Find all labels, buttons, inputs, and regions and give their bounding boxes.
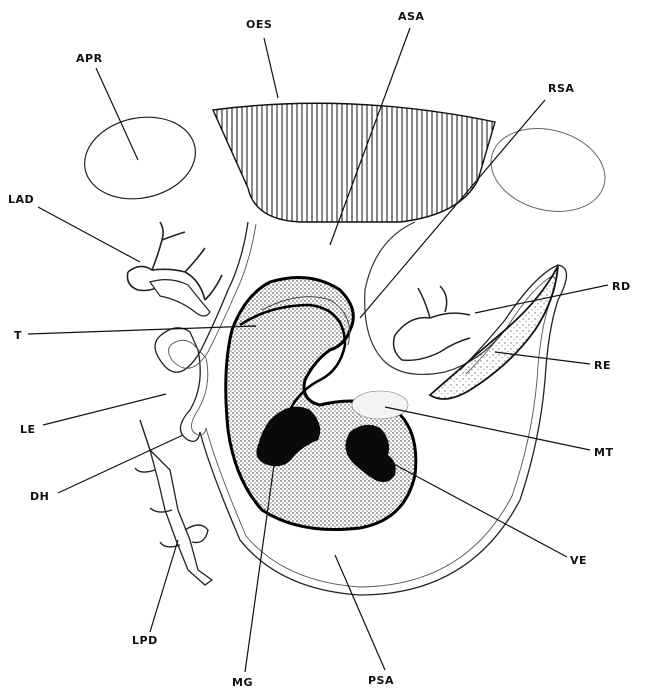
- label-re: RE: [594, 359, 611, 372]
- label-lpd: LPD: [132, 634, 158, 647]
- label-asa: ASA: [398, 10, 424, 23]
- lpd-duct: [150, 450, 212, 585]
- label-psa: PSA: [368, 674, 394, 687]
- label-rsa: RSA: [548, 82, 574, 95]
- lad-duct-fill: [150, 280, 210, 316]
- label-rd: RD: [612, 280, 631, 293]
- label-ve: VE: [570, 554, 587, 567]
- label-apr: APR: [76, 52, 103, 65]
- rd-duct: [394, 286, 470, 360]
- apr-left-organ: [77, 107, 203, 209]
- mt-region: [352, 391, 408, 419]
- apr-right-organ: [482, 116, 615, 223]
- label-oes: OES: [246, 18, 272, 31]
- label-mg: MG: [232, 676, 253, 689]
- label-lad: LAD: [8, 193, 34, 206]
- label-mt: MT: [594, 446, 613, 459]
- label-t: T: [14, 329, 22, 342]
- label-dh: DH: [30, 490, 49, 503]
- oesophagus: [213, 103, 495, 222]
- label-le: LE: [20, 423, 36, 436]
